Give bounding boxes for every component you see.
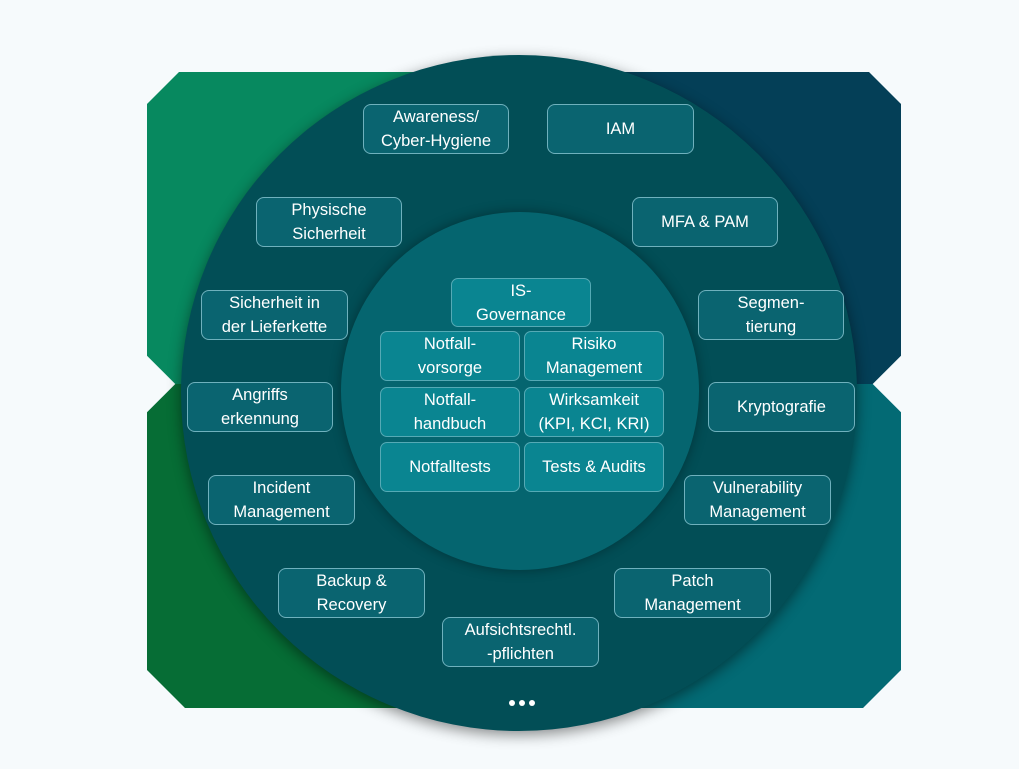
box-physische-sicherheit[interactable]: Physische Sicherheit [256,197,402,247]
dot [529,700,535,706]
dot [509,700,515,706]
ellipsis-icon [509,700,535,706]
box-patch-management[interactable]: Patch Management [614,568,771,618]
box-segmentierung[interactable]: Segmen- tierung [698,290,844,340]
box-awareness[interactable]: Awareness/ Cyber-Hygiene [363,104,509,154]
box-aufsichtsrecht[interactable]: Aufsichtsrechtl. -pflichten [442,617,599,667]
box-risiko-management[interactable]: Risiko Management [524,331,664,381]
box-notfallhandbuch[interactable]: Notfall- handbuch [380,387,520,437]
box-iam[interactable]: IAM [547,104,694,154]
box-backup-recovery[interactable]: Backup & Recovery [278,568,425,618]
box-tests-audits[interactable]: Tests & Audits [524,442,664,492]
box-angriffserkennung[interactable]: Angriffs erkennung [187,382,333,432]
box-incident-management[interactable]: Incident Management [208,475,355,525]
box-vulnerability-management[interactable]: Vulnerability Management [684,475,831,525]
box-kryptografie[interactable]: Kryptografie [708,382,855,432]
box-is-governance[interactable]: IS- Governance [451,278,591,327]
box-lieferkette[interactable]: Sicherheit in der Lieferkette [201,290,348,340]
box-notfallvorsorge[interactable]: Notfall- vorsorge [380,331,520,381]
dot [519,700,525,706]
box-mfa-pam[interactable]: MFA & PAM [632,197,778,247]
box-notfalltests[interactable]: Notfalltests [380,442,520,492]
box-wirksamkeit[interactable]: Wirksamkeit (KPI, KCI, KRI) [524,387,664,437]
